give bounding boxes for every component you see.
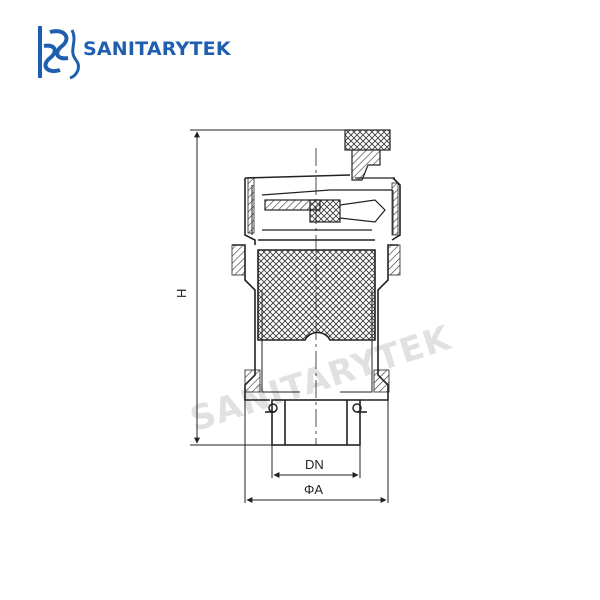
float <box>257 229 376 341</box>
gaskets <box>268 403 362 413</box>
dn-dimension <box>271 445 361 478</box>
sanitarytek-logo-icon <box>38 26 80 80</box>
dn-label: DN <box>305 457 324 472</box>
height-label: H <box>174 289 189 298</box>
height-dimension <box>190 129 350 446</box>
valve-cap-knob <box>344 129 395 181</box>
hatched-sections <box>231 177 401 393</box>
watermark-text: SANITARYTEK <box>185 318 456 440</box>
diameter-label: ΦA <box>304 482 323 497</box>
brand-name: SANITARYTEK <box>83 38 231 60</box>
lever-mechanism <box>261 189 392 223</box>
diameter-dimension <box>244 400 389 503</box>
